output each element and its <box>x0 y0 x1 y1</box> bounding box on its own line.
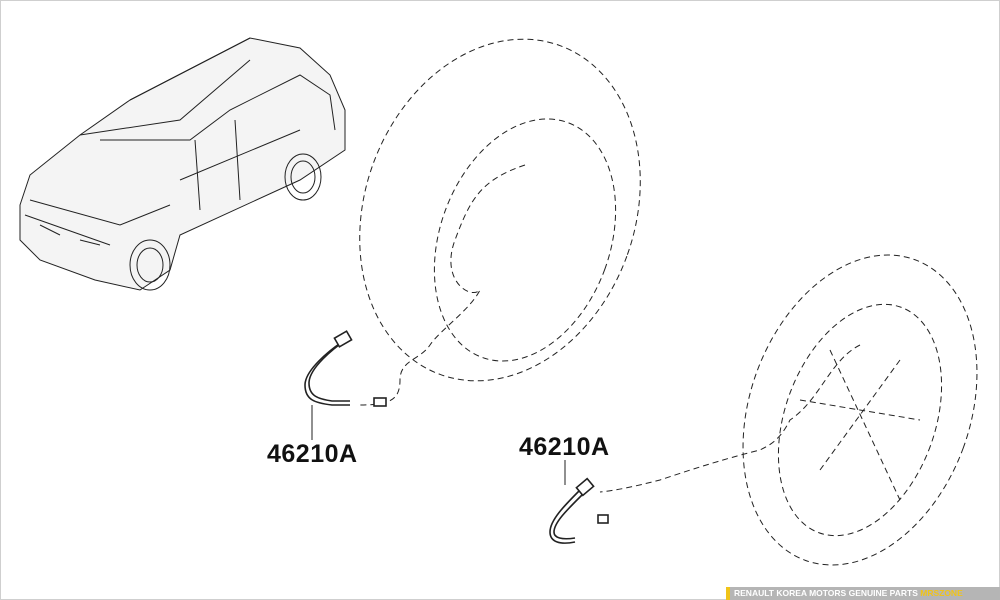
part-callout-rear[interactable]: 46210A <box>519 433 610 461</box>
footer-watermark: RENAULT KOREA MOTORS GENUINE PARTS MRSZO… <box>726 587 1000 600</box>
brake-hose-front <box>304 330 387 440</box>
part-callout-front[interactable]: 46210A <box>267 440 358 468</box>
footer-brand: MRSZONE <box>920 588 963 598</box>
rear-tire-outline <box>599 254 978 566</box>
front-tire-outline <box>359 38 641 406</box>
brake-hose-rear <box>549 460 609 544</box>
vehicle-illustration <box>19 37 346 291</box>
footer-text: RENAULT KOREA MOTORS GENUINE PARTS <box>734 588 918 598</box>
